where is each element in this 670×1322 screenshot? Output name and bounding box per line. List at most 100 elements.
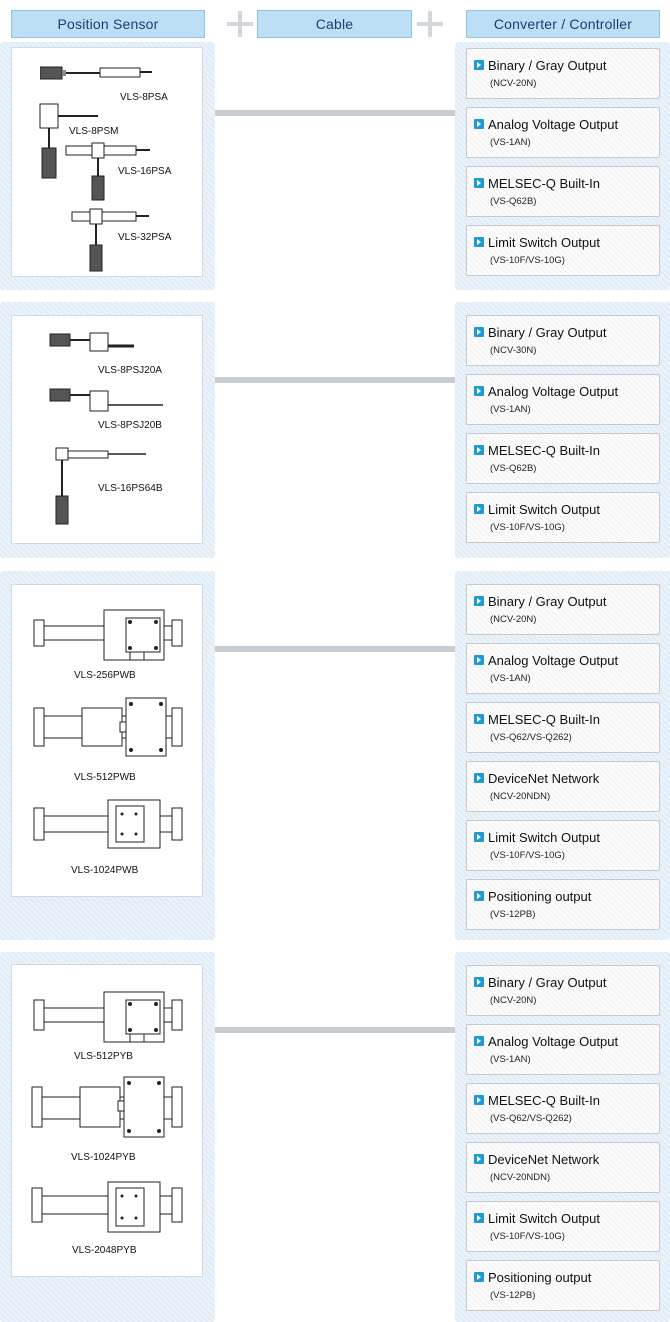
arrow-right-icon [474,1095,484,1105]
output-button[interactable]: DeviceNet Network (NCV-20NDN) [466,1142,660,1193]
arrow-right-icon [474,832,484,842]
sensor-image-vls-512pwb [33,697,183,757]
output-title: Limit Switch Output [488,235,600,250]
arrow-right-icon [474,891,484,901]
output-model: (NCV-30N) [490,345,537,356]
output-title: Positioning output [488,889,592,904]
output-button[interactable]: Limit Switch Output (VS-10F/VS-10G) [466,1201,660,1252]
sensor-image-vls-1024pyb [31,1076,183,1138]
output-button[interactable]: Analog Voltage Output (VS-1AN) [466,107,660,158]
arrow-right-icon [474,1154,484,1164]
output-title: Limit Switch Output [488,502,600,517]
sensor-image-vls-32psa [71,208,149,272]
output-title: DeviceNet Network [488,771,600,786]
header-cable-label: Cable [315,16,354,32]
output-model: (VS-1AN) [490,1054,531,1065]
sensor-label: VLS-8PSJ20B [98,420,162,431]
output-title: MELSEC-Q Built-In [488,1093,600,1108]
output-model: (NCV-20NDN) [490,1172,551,1183]
output-title: Analog Voltage Output [488,117,619,132]
plus-icon [227,11,253,37]
output-title: Binary / Gray Output [488,58,607,73]
arrow-right-icon [474,714,484,724]
output-title: Limit Switch Output [488,830,600,845]
arrow-right-icon [474,655,484,665]
arrow-right-icon [474,504,484,514]
cable-line-group-4 [215,1027,455,1033]
output-button[interactable]: Analog Voltage Output (VS-1AN) [466,643,660,694]
output-title: DeviceNet Network [488,1152,600,1167]
output-button[interactable]: Limit Switch Output (VS-10F/VS-10G) [466,225,660,276]
sensor-label: VLS-32PSA [118,232,172,243]
output-button[interactable]: Binary / Gray Output (NCV-20N) [466,584,660,635]
output-button[interactable]: Limit Switch Output (VS-10F/VS-10G) [466,820,660,871]
cable-line-group-1 [215,110,455,116]
output-button[interactable]: MELSEC-Q Built-In (VS-Q62/VS-Q262) [466,1083,660,1134]
sensor-image-vls-8psj20b [49,388,163,412]
sensor-image-vls-256pwb [33,609,183,661]
sensor-label: VLS-16PSA [118,166,172,177]
output-title: Binary / Gray Output [488,594,607,609]
output-model: (VS-10F/VS-10G) [490,522,565,533]
output-button[interactable]: MELSEC-Q Built-In (VS-Q62/VS-Q262) [466,702,660,753]
output-button[interactable]: DeviceNet Network (NCV-20NDN) [466,761,660,812]
output-title: Binary / Gray Output [488,975,607,990]
output-button[interactable]: Binary / Gray Output (NCV-20N) [466,965,660,1016]
plus-icon [417,11,443,37]
sensor-label: VLS-8PSJ20A [98,365,162,376]
output-button[interactable]: Binary / Gray Output (NCV-30N) [466,315,660,366]
arrow-right-icon [474,445,484,455]
output-button[interactable]: Analog Voltage Output (VS-1AN) [466,374,660,425]
sensor-label: VLS-512PWB [74,772,136,783]
output-model: (VS-10F/VS-10G) [490,850,565,861]
output-title: Analog Voltage Output [488,653,619,668]
sensor-image-vls-1024pwb [33,799,183,849]
output-model: (VS-Q62B) [490,196,537,207]
header-converter-controller: Converter / Controller [466,10,660,38]
arrow-right-icon [474,1272,484,1282]
output-model: (VS-12PB) [490,1290,536,1301]
header-position-sensor: Position Sensor [11,10,205,38]
sensor-label: VLS-1024PYB [71,1152,136,1163]
output-model: (VS-1AN) [490,404,531,415]
output-button[interactable]: Binary / Gray Output (NCV-20N) [466,48,660,99]
output-model: (VS-Q62/VS-Q262) [490,732,572,743]
header-cable: Cable [257,10,412,38]
arrow-right-icon [474,977,484,987]
arrow-right-icon [474,327,484,337]
output-button[interactable]: Analog Voltage Output (VS-1AN) [466,1024,660,1075]
output-button[interactable]: Limit Switch Output (VS-10F/VS-10G) [466,492,660,543]
output-model: (VS-Q62B) [490,463,537,474]
sensor-label: VLS-8PSA [120,92,168,103]
arrow-right-icon [474,386,484,396]
output-title: MELSEC-Q Built-In [488,712,600,727]
output-title: Binary / Gray Output [488,325,607,340]
sensor-image-vls-8psm [39,103,98,179]
arrow-right-icon [474,237,484,247]
output-title: Analog Voltage Output [488,384,619,399]
output-button[interactable]: MELSEC-Q Built-In (VS-Q62B) [466,166,660,217]
header-position-sensor-label: Position Sensor [57,16,159,32]
output-model: (VS-Q62/VS-Q262) [490,1113,572,1124]
output-button[interactable]: Positioning output (VS-12PB) [466,1260,660,1311]
output-title: Analog Voltage Output [488,1034,619,1049]
sensor-box-group-2 [11,315,203,544]
arrow-right-icon [474,1036,484,1046]
arrow-right-icon [474,1213,484,1223]
output-title: Positioning output [488,1270,592,1285]
sensor-label: VLS-256PWB [74,670,136,681]
output-model: (NCV-20N) [490,78,537,89]
sensor-image-vls-8psa [40,66,152,80]
arrow-right-icon [474,119,484,129]
arrow-right-icon [474,596,484,606]
output-model: (NCV-20N) [490,614,537,625]
output-button[interactable]: Positioning output (VS-12PB) [466,879,660,930]
output-model: (NCV-20N) [490,995,537,1006]
sensor-label: VLS-16PS64B [98,483,163,494]
output-model: (NCV-20NDN) [490,791,551,802]
output-button[interactable]: MELSEC-Q Built-In (VS-Q62B) [466,433,660,484]
sensor-label: VLS-512PYB [74,1051,133,1062]
sensor-image-vls-2048pyb [31,1181,183,1233]
output-title: MELSEC-Q Built-In [488,176,600,191]
sensor-image-vls-16ps64b [55,447,146,525]
